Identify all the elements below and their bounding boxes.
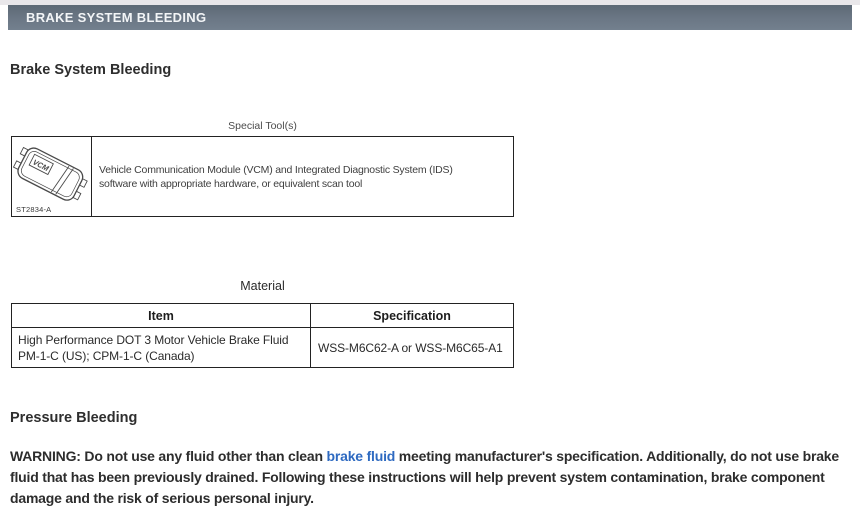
table-row: High Performance DOT 3 Motor Vehicle Bra…	[11, 327, 514, 368]
warning-text-pre: WARNING: Do not use any fluid other than…	[10, 448, 327, 464]
top-strip	[0, 0, 860, 5]
material-item-cell: High Performance DOT 3 Motor Vehicle Bra…	[11, 327, 311, 368]
material-specification-cell: WSS-M6C62-A or WSS-M6C65-A1	[310, 327, 514, 368]
tool-description: Vehicle Communication Module (VCM) and I…	[91, 136, 514, 217]
vcm-scan-tool-icon: VCM	[13, 146, 88, 201]
material-header-row: Item Specification	[11, 303, 514, 328]
tool-id-label: ST2834-A	[16, 205, 52, 214]
warning-paragraph: WARNING: Do not use any fluid other than…	[10, 446, 853, 509]
material-caption: Material	[240, 279, 285, 293]
special-tools-caption: Special Tool(s)	[228, 120, 297, 132]
tool-image-cell: VCM ST2834-A	[11, 136, 92, 217]
warning-text-post: meeting manufacturer's specification. Ad…	[10, 448, 839, 506]
table-row: VCM ST2834-A Vehicle Communication Modul…	[11, 136, 514, 217]
material-table: Item Specification High Performance DOT …	[11, 303, 514, 368]
brake-fluid-link[interactable]: brake fluid	[326, 448, 396, 464]
material-column-item: Item	[11, 303, 311, 328]
section-header-title: BRAKE SYSTEM BLEEDING	[26, 10, 207, 25]
material-column-specification: Specification	[310, 303, 514, 328]
section-header-bar: BRAKE SYSTEM BLEEDING	[8, 5, 852, 30]
pressure-bleeding-heading: Pressure Bleeding	[10, 410, 138, 426]
special-tools-table: VCM ST2834-A Vehicle Communication Modul…	[11, 136, 514, 217]
page-title: Brake System Bleeding	[10, 62, 172, 78]
